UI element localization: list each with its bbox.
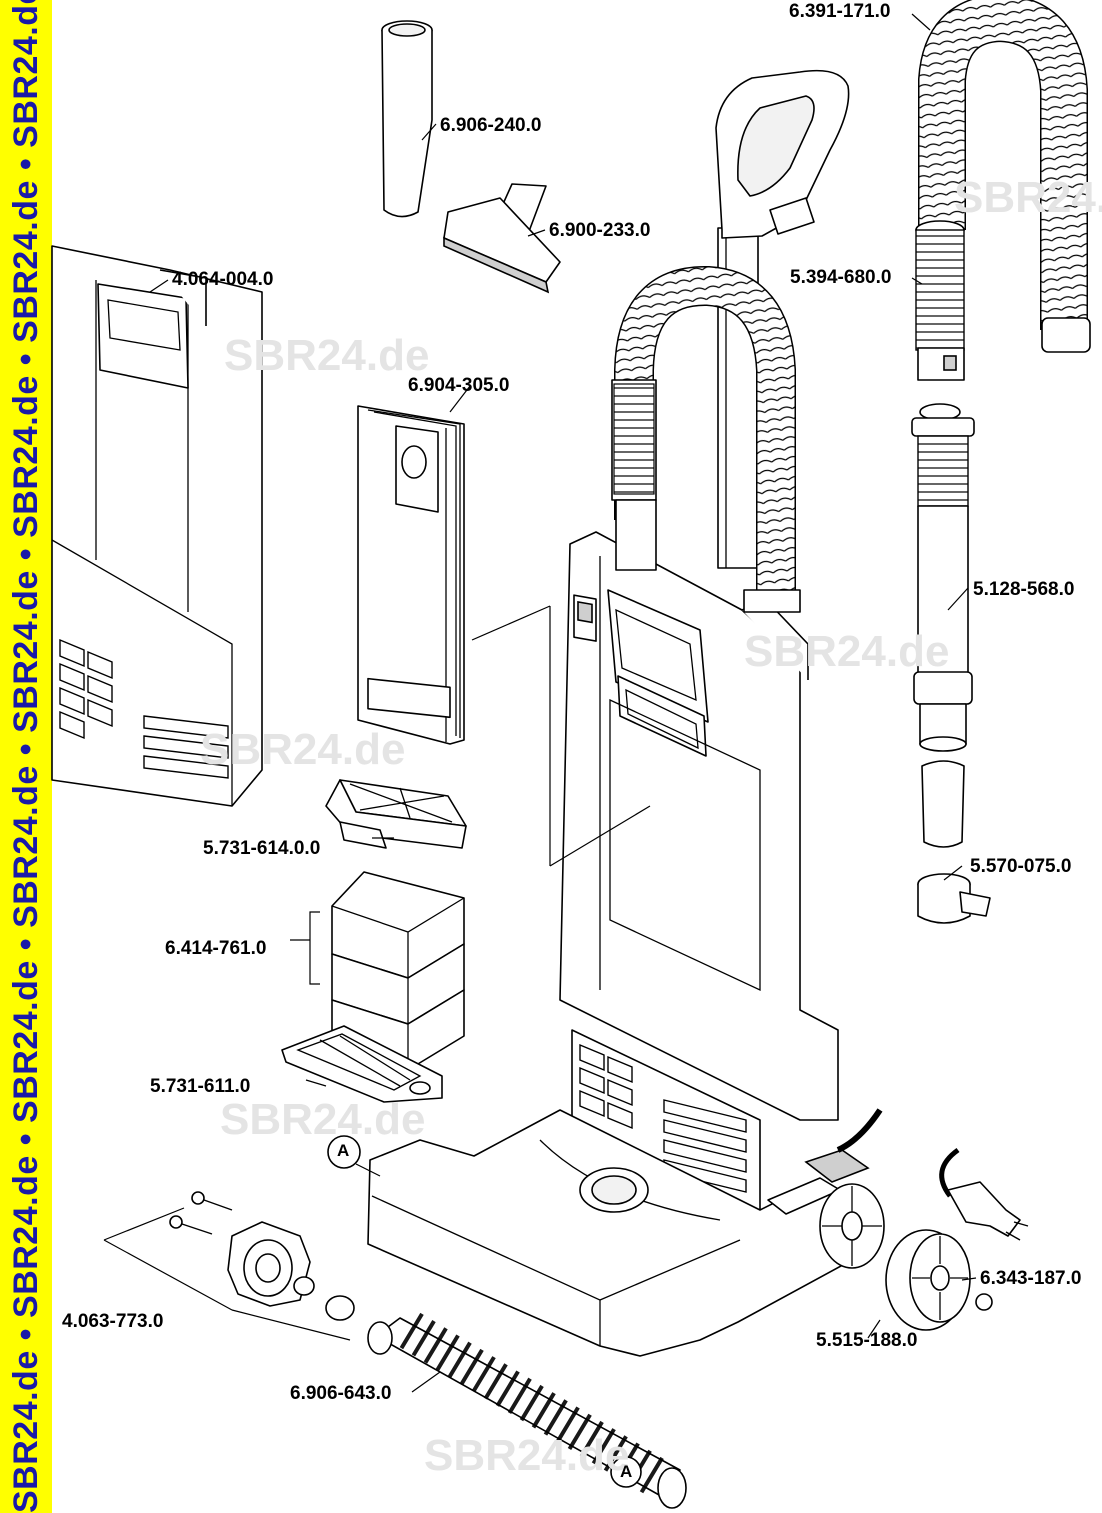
filter-holder-drawing [281, 1025, 443, 1103]
part-label-filter-holder: 5.731-611.0 [150, 1076, 251, 1097]
part-label-foam-filter-set: 6.414-761.0 [165, 938, 267, 959]
watermark: SBR24.de [424, 1431, 630, 1480]
foam-filter-set-drawing [290, 871, 465, 1071]
part-label-tube-clip: 5.570-075.0 [970, 856, 1072, 877]
tube-clip-drawing [917, 760, 991, 924]
wheel-drawing [885, 1229, 993, 1331]
part-label-crevice-nozzle: 6.906-240.0 [440, 115, 542, 136]
part-label-motor-filter: 5.731-614.0.0 [203, 838, 321, 859]
part-label-wheel-cap: 6.343-187.0 [980, 1268, 1082, 1289]
part-label-filter-bag: 6.904-305.0 [408, 375, 510, 396]
part-label-upholstery-nozzle: 6.900-233.0 [549, 220, 651, 241]
front-cover-drawing [51, 245, 263, 807]
callout-letter: A [620, 1462, 633, 1481]
sbr24-side-banner: SBR24.de • SBR24.de • SBR24.de • SBR24.d… [0, 0, 52, 1513]
leader-lines [149, 13, 977, 1393]
part-label-brush-bearing: 4.063-773.0 [62, 1311, 164, 1332]
callout-letter: A [337, 1141, 350, 1160]
watermark: SBR24.de [224, 331, 430, 380]
upholstery-nozzle-drawing [443, 183, 561, 294]
motor-filter-drawing [325, 779, 467, 849]
part-label-hose-coupling: 5.394-680.0 [790, 267, 892, 288]
part-label-brush-roller: 6.906-643.0 [290, 1383, 392, 1404]
part-label-suction-hose: 6.391-171.0 [789, 1, 891, 22]
suction-hose-drawing [918, 0, 1091, 353]
filter-bag-drawing [357, 405, 465, 745]
watermark: SBR24.de [954, 173, 1102, 222]
watermark: SBR24.de [220, 1095, 426, 1144]
crevice-nozzle-drawing [381, 20, 433, 218]
part-label-suction-tube: 5.128-568.0 [973, 579, 1075, 600]
callout-a-bottom [610, 1456, 642, 1488]
power-cord [836, 1066, 1040, 1241]
brush-bearing-drawing [103, 1191, 355, 1341]
hose-coupling-drawing [915, 220, 965, 381]
watermark: SBR24.de [744, 627, 950, 676]
body-hose [611, 266, 801, 613]
watermark: SBR24.de [200, 725, 406, 774]
part-label-front-cover: 4.064-004.0 [172, 269, 274, 290]
callout-a-top [327, 1135, 381, 1177]
suction-tube-drawing [911, 403, 975, 752]
brush-roller-drawing [367, 1312, 687, 1509]
part-label-wheel: 5.515-188.0 [816, 1330, 918, 1351]
